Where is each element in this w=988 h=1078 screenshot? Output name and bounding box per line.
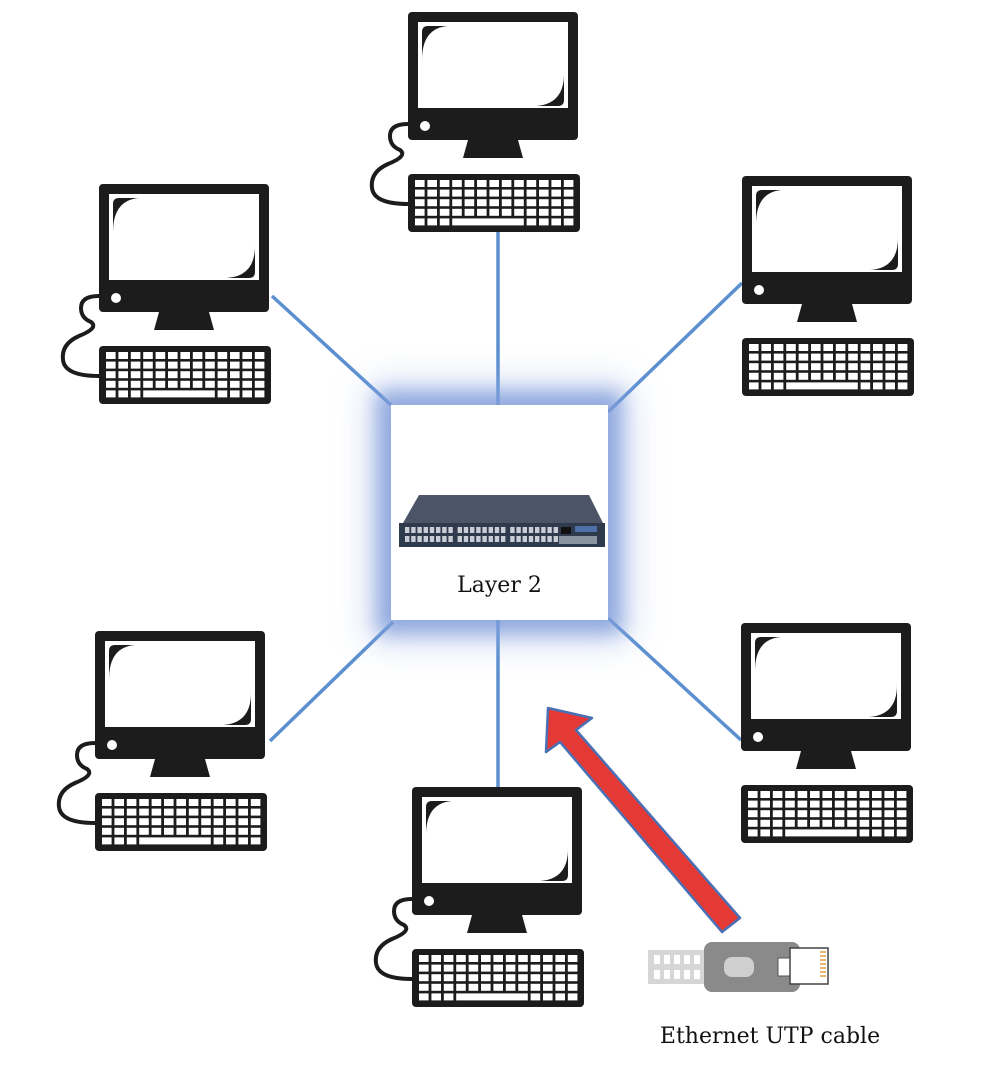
- switch-port: [510, 527, 515, 533]
- switch-port: [457, 527, 462, 533]
- switch-port: [463, 536, 469, 542]
- switch-port: [494, 536, 500, 542]
- switch-port: [510, 536, 515, 542]
- switch-port: [436, 527, 441, 533]
- switch-port: [516, 536, 521, 542]
- switch-port: [541, 536, 546, 542]
- switch-port: [411, 536, 416, 542]
- switch-port: [494, 527, 500, 533]
- switch-port: [417, 527, 422, 533]
- switch-port: [488, 536, 493, 542]
- switch-port: [405, 536, 410, 542]
- link-pc-lower-left: [268, 620, 395, 743]
- link-pc-lower-right: [606, 616, 743, 742]
- switch-port: [522, 536, 527, 542]
- switch-port: [429, 536, 435, 542]
- switch-port: [528, 536, 534, 542]
- switch-port: [457, 536, 462, 542]
- switch-label: Layer 2: [457, 573, 542, 598]
- switch-port: [476, 536, 481, 542]
- red-arrow: [544, 706, 742, 934]
- switch-node: Layer 2: [391, 405, 608, 620]
- switch-port: [553, 527, 558, 533]
- switch-port: [482, 527, 487, 533]
- cable-label: Ethernet UTP cable: [659, 1024, 881, 1049]
- switch-port: [522, 527, 527, 533]
- switch-port: [448, 536, 453, 542]
- switch-port: [488, 527, 493, 533]
- switch-port: [501, 527, 506, 533]
- switch-port: [541, 527, 546, 533]
- switch-icon: [399, 495, 605, 547]
- switch-port: [470, 536, 475, 542]
- switch-port: [442, 527, 447, 533]
- switch-port: [423, 527, 428, 533]
- switch-port: [476, 527, 481, 533]
- rj45-connector-icon: [648, 942, 829, 992]
- switch-port: [463, 527, 469, 533]
- switch-port: [482, 536, 487, 542]
- switch-port: [528, 527, 534, 533]
- switch-port: [411, 527, 416, 533]
- link-pc-upper-right: [606, 281, 744, 414]
- switch-port: [436, 536, 441, 542]
- link-pc-upper-left: [270, 294, 393, 407]
- switch-port: [423, 536, 428, 542]
- switch-port: [535, 536, 540, 542]
- switch-port: [442, 536, 447, 542]
- switch-port: [547, 536, 552, 542]
- switch-port: [516, 527, 521, 533]
- switch-port: [553, 536, 558, 542]
- switch-port: [547, 527, 552, 533]
- switch-port: [535, 527, 540, 533]
- switch-port: [448, 527, 453, 533]
- switch-port: [405, 527, 410, 533]
- switch-port: [470, 527, 475, 533]
- switch-port: [417, 536, 422, 542]
- switch-port: [501, 536, 506, 542]
- switch-port: [429, 527, 435, 533]
